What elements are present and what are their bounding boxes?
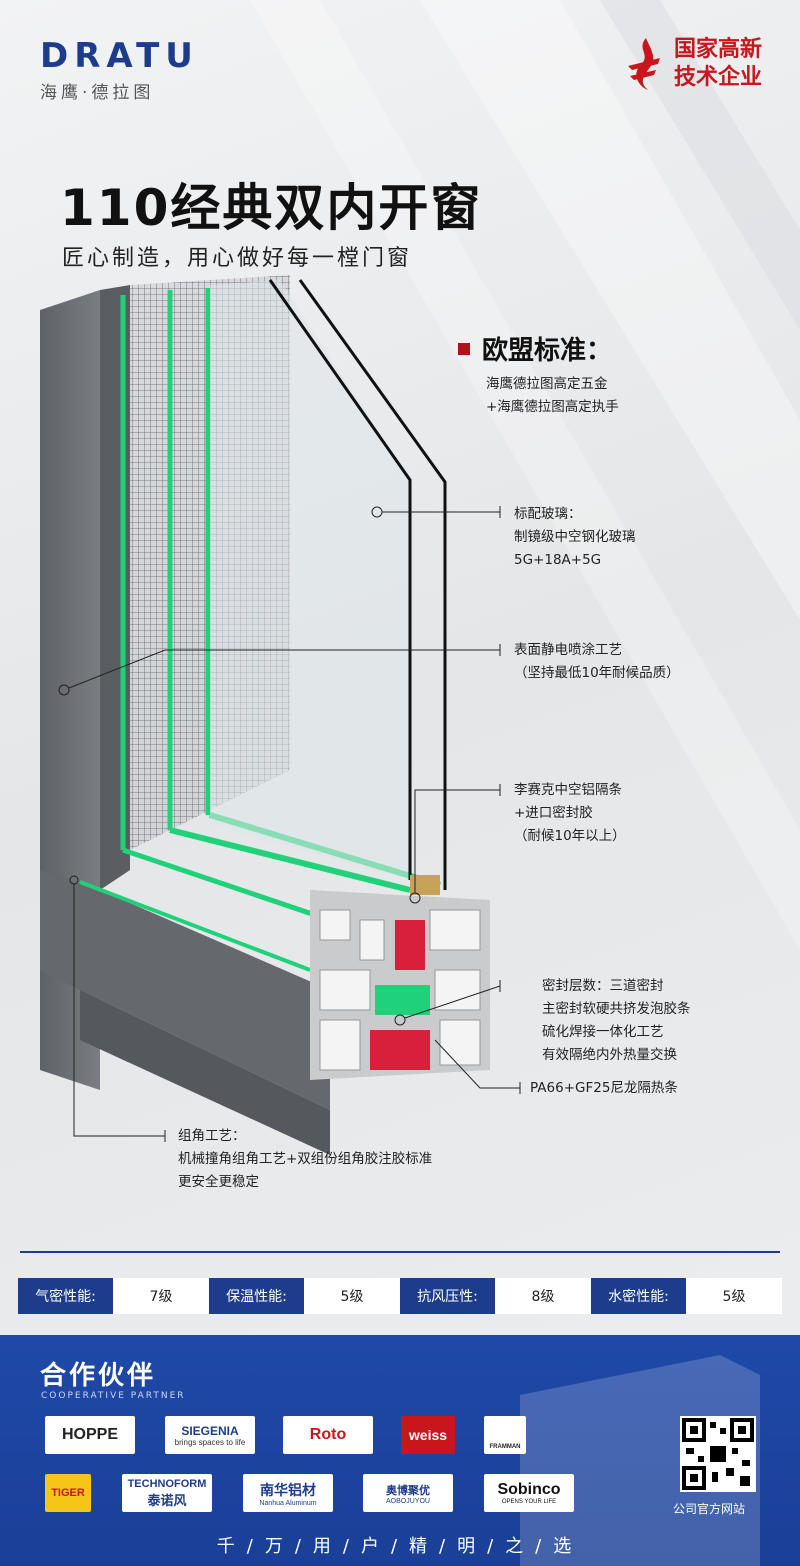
partner-logo-text: Roto — [309, 1426, 347, 1443]
partner-subtitle: COOPERATIVE PARTNER — [41, 1391, 186, 1401]
eu-standard-title: 欧盟标准： — [482, 336, 613, 366]
annotation-line: 5G+18A+5G — [514, 552, 602, 568]
partner-logo-text: HOPPE — [61, 1426, 118, 1443]
spec-label-watertight: 水密性能: — [591, 1278, 686, 1314]
partner-logo-text: 奥博聚优 — [386, 1484, 430, 1497]
spec-value-airtight: 7级 — [113, 1278, 209, 1314]
annotation-glass: 标配玻璃： 制镜级中空钢化玻璃 5G+18A+5G — [514, 503, 636, 572]
partner-logo-subtext: brings spaces to life — [174, 1437, 246, 1447]
partner-logo-subtext: 泰诺风 — [147, 1492, 187, 1508]
window-cross-section-illustration — [40, 275, 521, 1155]
eu-standard-line: 海鹰德拉图高定五金 — [486, 376, 608, 392]
partner-logo-technoform[interactable]: TIGER TECHNOFORM 泰诺风 — [122, 1474, 212, 1512]
performance-spec-row: 气密性能: 7级 保温性能: 5级 抗风压性: 8级 水密性能: 5级 — [18, 1278, 782, 1314]
spec-value-wind: 8级 — [495, 1278, 591, 1314]
page-subtitle: 匠心制造，用心做好每一樘门窗 — [62, 246, 413, 271]
annotation-line: 密封层数：三道密封 — [542, 978, 664, 994]
qr-code-icon[interactable] — [680, 1416, 756, 1492]
annotation-line: 李赛克中空铝隔条 — [514, 782, 622, 798]
annotation-line: 组角工艺： — [178, 1128, 246, 1144]
partner-title: 合作伙伴 — [40, 1361, 157, 1391]
annotation-line: 更安全更稳定 — [178, 1174, 259, 1190]
partner-logo-text: SIEGENIA — [181, 1423, 239, 1438]
partner-logo-text: TIGER — [51, 1487, 85, 1499]
partner-logo-hoppe[interactable]: HOPPE — [45, 1416, 135, 1454]
spec-label-wind: 抗风压性: — [400, 1278, 495, 1314]
partner-logo-text: FRAMMAN — [489, 1444, 521, 1450]
badge-line2: 技术企业 — [673, 65, 762, 90]
spec-label-airtight: 气密性能: — [18, 1278, 113, 1314]
annotation-line: 表面静电喷涂工艺 — [514, 642, 622, 658]
badge-line1: 国家高新 — [673, 37, 762, 62]
hitech-flame-icon — [627, 38, 660, 90]
partner-logo-nanhua[interactable]: 南华铝材 Nanhua Aluminum — [243, 1474, 333, 1512]
brand-logo-en: DRATU — [40, 36, 199, 76]
annotation-corner: 组角工艺： 机械撞角组角工艺+双组份组角胶注胶标准 更安全更稳定 — [178, 1125, 432, 1194]
annotation-line: （耐候10年以上） — [514, 828, 626, 844]
annotation-line: 机械撞角组角工艺+双组份组角胶注胶标准 — [178, 1151, 433, 1167]
page-title: 110经典双内开窗 — [60, 179, 483, 237]
eu-standard-header: 欧盟标准： — [458, 330, 612, 367]
annotation-spacer: 李赛克中空铝隔条 +进口密封胶 （耐候10年以上） — [514, 779, 626, 848]
partner-logo-siegenia[interactable]: SIEGENIA brings spaces to life — [165, 1416, 255, 1454]
spec-label-insulation: 保温性能: — [209, 1278, 304, 1314]
section-divider — [20, 1251, 780, 1253]
annotation-line: PA66+GF25尼龙隔热条 — [530, 1080, 678, 1096]
partner-logo-tiger[interactable]: TIGER — [45, 1474, 91, 1512]
annotation-line: 制镜级中空钢化玻璃 — [514, 529, 636, 545]
annotation-line: （坚持最低10年耐候品质） — [514, 665, 680, 681]
partner-logo-roto[interactable]: Roto — [283, 1416, 373, 1454]
brand-logo-cn: 海鹰·德拉图 — [40, 83, 155, 103]
spec-value-insulation: 5级 — [304, 1278, 400, 1314]
building-watermark — [520, 1355, 760, 1566]
annotation-line: +进口密封胶 — [514, 805, 593, 821]
partner-logo-text: 南华铝材 — [260, 1481, 316, 1498]
red-square-marker — [458, 342, 470, 355]
annotation-line: 硫化焊接一体化工艺 — [542, 1024, 664, 1040]
eu-standard-lines: 海鹰德拉图高定五金 +海鹰德拉图高定执手 — [486, 373, 619, 419]
annotation-strip: PA66+GF25尼龙隔热条 — [530, 1077, 678, 1100]
partner-logo-framman[interactable]: FRAMMAN — [484, 1416, 526, 1454]
partner-logo-subtext: AOBOJUYOU — [386, 1497, 430, 1505]
annotation-line: 有效隔绝内外热量交换 — [542, 1047, 677, 1063]
partner-logo-weiss[interactable]: weiss — [401, 1416, 455, 1454]
background-stripes — [600, 0, 800, 330]
bottom-slogan: 千/万/用/户/精/明/之/选 — [216, 1536, 584, 1557]
partner-logo-aobo[interactable]: 奥博聚优 AOBOJUYOU — [363, 1474, 453, 1512]
partner-logo-text: weiss — [408, 1427, 448, 1443]
annotation-line: 标配玻璃： — [514, 506, 582, 522]
qr-code-label: 公司官方网站 — [673, 1502, 746, 1516]
brand-logo: DRATU 海鹰·德拉图 — [40, 38, 230, 103]
annotation-coating: 表面静电喷涂工艺 （坚持最低10年耐候品质） — [514, 639, 680, 685]
eu-standard-line: +海鹰德拉图高定执手 — [486, 399, 619, 415]
partner-logo-sobinco[interactable]: Sobinco OPENS YOUR LIFE — [484, 1474, 574, 1512]
annotation-seal: 密封层数：三道密封 主密封软硬共挤发泡胶条 硫化焊接一体化工艺 有效隔绝内外热量… — [542, 975, 691, 1067]
annotation-line: 主密封软硬共挤发泡胶条 — [542, 1001, 691, 1017]
partner-logo-text: Sobinco — [497, 1481, 561, 1498]
partner-logo-text: TECHNOFORM — [127, 1477, 207, 1490]
partner-logo-subtext: OPENS YOUR LIFE — [501, 1499, 557, 1505]
partner-logo-subtext: Nanhua Aluminum — [259, 1499, 317, 1507]
spec-value-watertight: 5级 — [686, 1278, 782, 1314]
hitech-badge: 国家高新 技术企业 — [622, 36, 762, 92]
